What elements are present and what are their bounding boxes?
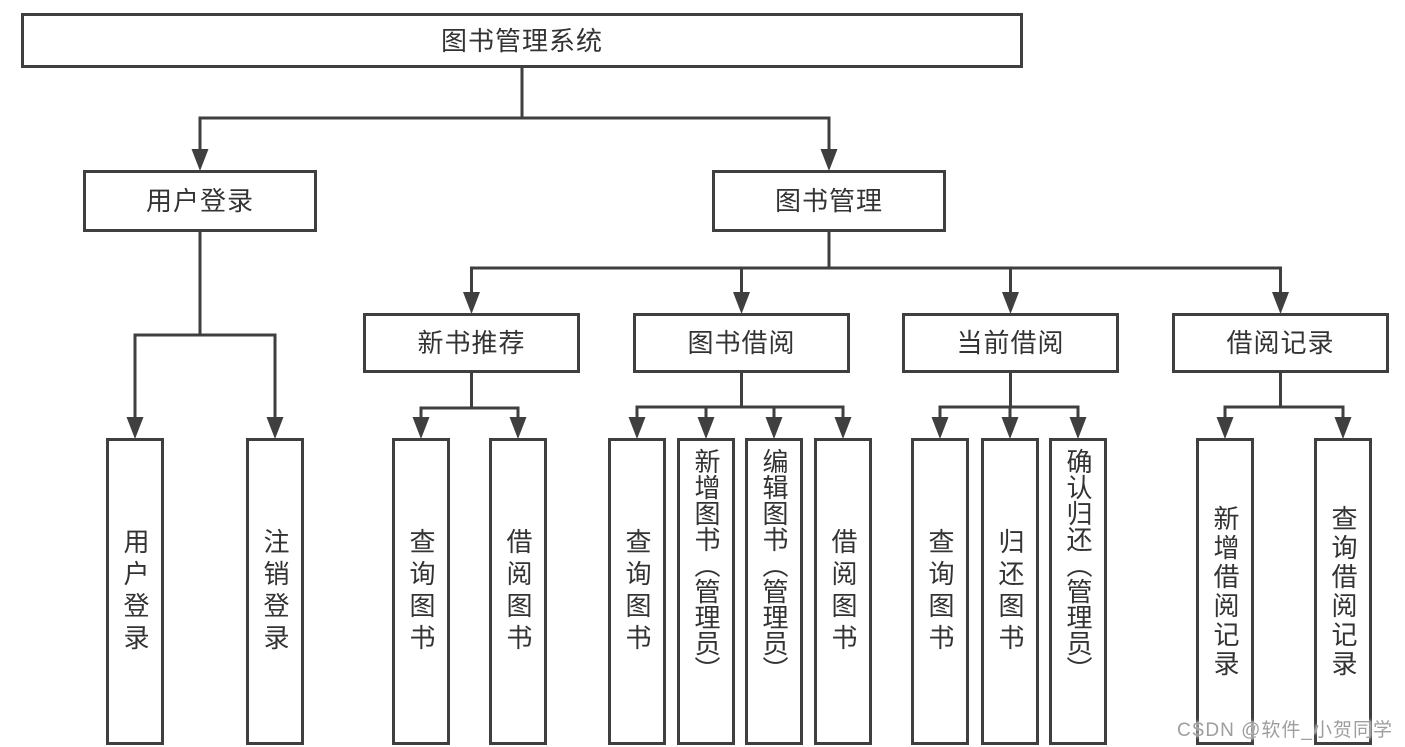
node-label: 归还图书 [995, 527, 1025, 656]
node-leaf-logout: 注销登录 [246, 438, 304, 745]
node-leaf-user-login: 用户登录 [106, 438, 164, 745]
node-leaf-cb-confirm: 确认归还（管理员） [1049, 438, 1107, 745]
node-label: 当前借阅 [956, 328, 1065, 358]
node-borrow-record: 借阅记录 [1172, 313, 1389, 373]
node-label: 查询图书 [925, 527, 955, 656]
node-label: 新增图书（管理员） [691, 448, 721, 682]
node-leaf-bb-edit: 编辑图书（管理员） [745, 438, 803, 745]
node-label: 图书管理 [774, 186, 883, 216]
node-leaf-cb-return: 归还图书 [981, 438, 1039, 745]
node-leaf-bb-add: 新增图书（管理员） [677, 438, 735, 745]
node-label: 注销登录 [260, 527, 290, 656]
node-label: 借阅图书 [828, 527, 858, 656]
node-label: 图书借阅 [687, 328, 796, 358]
node-label: 借阅记录 [1226, 328, 1335, 358]
node-leaf-rec-borrow: 借阅图书 [489, 438, 547, 745]
node-label: 图书管理系统 [440, 25, 603, 56]
node-leaf-bb-query: 查询图书 [608, 438, 666, 745]
node-book-mgmt: 图书管理 [712, 170, 946, 232]
node-label: 新增借阅记录 [1210, 504, 1240, 679]
node-leaf-cb-query: 查询图书 [911, 438, 969, 745]
node-label: 确认归还（管理员） [1063, 448, 1093, 682]
node-leaf-br-query: 查询借阅记录 [1314, 438, 1372, 745]
node-leaf-br-add: 新增借阅记录 [1196, 438, 1254, 745]
node-label: 查询图书 [622, 527, 652, 656]
node-label: 查询借阅记录 [1328, 504, 1358, 679]
node-leaf-rec-query: 查询图书 [392, 438, 450, 745]
node-label: 借阅图书 [503, 527, 533, 656]
node-label: 编辑图书（管理员） [759, 448, 789, 682]
node-label: 用户登录 [145, 186, 254, 216]
node-user-login: 用户登录 [83, 170, 317, 232]
node-label: 用户登录 [120, 527, 150, 656]
node-label: 查询图书 [406, 527, 436, 656]
node-new-book-rec: 新书推荐 [363, 313, 580, 373]
node-root: 图书管理系统 [21, 13, 1023, 68]
node-book-borrow: 图书借阅 [633, 313, 850, 373]
watermark: CSDN @软件_小贺同学 [1177, 720, 1393, 741]
node-current-borrow: 当前借阅 [902, 313, 1119, 373]
node-leaf-bb-borrow: 借阅图书 [814, 438, 872, 745]
node-label: 新书推荐 [417, 328, 526, 358]
